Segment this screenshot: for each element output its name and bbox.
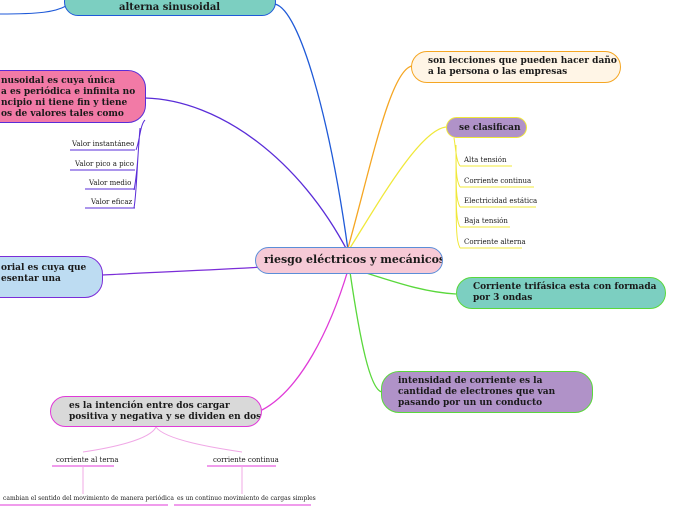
connector-to-intencion (261, 269, 349, 411)
valor-pico-a-pico[interactable]: Valor pico a pico (75, 160, 134, 168)
connector-intencion-right (155, 426, 243, 453)
clasifican-node[interactable]: se clasifican (446, 117, 527, 138)
connector-fragment-top (0, 5, 67, 15)
sinusoidal-line-1: nusoidal es cuya única (1, 76, 116, 86)
tipo-corriente-alterna[interactable]: Corriente alterna (464, 238, 526, 246)
intencion-line-2: positiva y negativa y se dividen en dos (69, 412, 262, 422)
valor-medio[interactable]: Valor medio (89, 179, 132, 187)
intensidad-line-3: pasando por un un conducto (398, 398, 543, 408)
connector-clasifican-children (453, 137, 461, 249)
vectorial-line-1: orial es cuya que (1, 263, 87, 273)
intensidad-node[interactable]: intensidad de corriente es la cantidad d… (381, 371, 593, 413)
lecciones-line-2: a la persona o las empresas (428, 67, 568, 77)
connector-to-lecciones (347, 65, 413, 249)
trifasica-node[interactable]: Corriente trifásica esta con formada por… (456, 277, 666, 309)
tipo-corriente-continua[interactable]: Corriente continua (464, 177, 532, 185)
intencion-node[interactable]: es la intención entre dos cargar positiv… (50, 396, 262, 427)
intensidad-line-1: intensidad de corriente es la (398, 376, 543, 386)
trifasica-line-2: por 3 ondas (473, 293, 533, 303)
valor-instantaneo[interactable]: Valor instantáneo (72, 140, 135, 148)
tipo-baja-tension[interactable]: Baja tensión (464, 217, 508, 225)
intensidad-line-2: cantidad de electrones que van (398, 387, 556, 397)
alterna-sinusoidal-label: alterna sinusoidal (119, 2, 221, 13)
corriente-alterna-desc[interactable]: cambian el sentido del movimiento de man… (3, 495, 174, 502)
central-topic[interactable]: riesgo eléctricos y mecánicos (255, 247, 443, 274)
connector-to-sinusoidal (144, 97, 349, 253)
connector-to-clasifican (349, 126, 447, 249)
corriente-continua[interactable]: corriente continua (213, 456, 279, 464)
central-topic-label: riesgo eléctricos y mecánicos (264, 253, 443, 266)
corriente-continua-desc[interactable]: es un continuo movimiento de cargas simp… (177, 495, 316, 502)
vectorial-line-2: esentar una (1, 274, 61, 284)
trifasica-line-1: Corriente trifásica esta con formada (473, 282, 657, 292)
connector-intencion-left (82, 426, 157, 453)
sinusoidal-line-3: ncipio ni tiene fin y tiene (1, 98, 128, 108)
sinusoidal-node[interactable]: nusoidal es cuya única a es periódica e … (0, 70, 146, 123)
lecciones-node[interactable]: son lecciones que pueden hacer daño a la… (411, 51, 621, 83)
corriente-alterna[interactable]: corriente al terna (56, 456, 119, 464)
clasifican-label: se clasifican (459, 123, 521, 133)
sinusoidal-line-2: a es periódica e infinita no (1, 87, 136, 97)
connector-to-intensidad (349, 271, 383, 393)
sinusoidal-line-4: os de valores tales como (1, 109, 124, 119)
tipo-alta-tension[interactable]: Alta tensión (464, 156, 507, 164)
connector-valores (133, 119, 146, 209)
valor-eficaz[interactable]: Valor eficaz (91, 198, 133, 206)
connector-to-alterna-sinusoidal (274, 3, 349, 251)
vectorial-node[interactable]: orial es cuya que esentar una (0, 256, 103, 298)
alterna-sinusoidal-node[interactable]: alterna sinusoidal (64, 0, 276, 16)
tipo-electricidad-estatica[interactable]: Electricidad estática (464, 197, 538, 205)
intencion-line-1: es la intención entre dos cargar (69, 401, 230, 411)
lecciones-line-1: son lecciones que pueden hacer daño (428, 56, 617, 66)
